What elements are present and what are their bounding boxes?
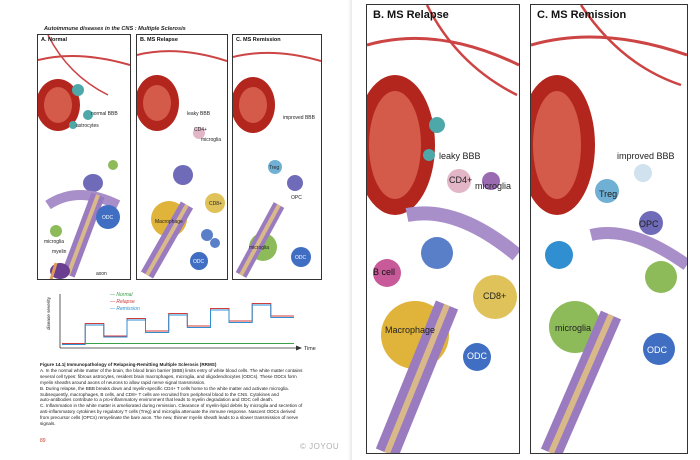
label-microglia-small: microglia [44, 239, 65, 245]
page-number: 89 [40, 438, 46, 444]
left-page: Autoimmune diseases in the CNS : Multipl… [37, 26, 340, 444]
label-normal-bbb: normal BBB [91, 111, 118, 117]
running-head: Autoimmune diseases in the CNS : Multipl… [44, 26, 186, 32]
label-microglia-relapse-small: microglia [201, 137, 222, 143]
legend-remission: — Remission [110, 306, 140, 312]
label-improved-bbb-large: improved BBB [617, 151, 675, 161]
figure-caption: Figure 14.1| Immunopathology of Relapsin… [40, 362, 340, 427]
legend-relapse-text: Relapse [116, 299, 135, 305]
panel-remission-small: C. MS Remission improved BBB Treg OPC mi… [232, 34, 322, 280]
panel-relapse-large-title: B. MS Relapse [373, 9, 449, 21]
legend-normal-text: Normal [116, 292, 133, 298]
label-microglia-remission-small: microglia [249, 245, 270, 251]
label-microglia-large: microglia [475, 181, 512, 191]
caption-line: B. During relapse, the BBB breaks down a… [40, 385, 289, 391]
label-leaky-bbb-large: leaky BBB [439, 151, 481, 161]
panel-relapse-large: B. MS Relapse leaky BBB CD4+ microglia B… [366, 4, 520, 454]
label-microglia-remission-large: microglia [555, 323, 592, 333]
severity-chart: disease severity Time [40, 290, 320, 358]
label-improved-bbb-small: improved BBB [283, 115, 315, 121]
panel-remission-small-title: C. MS Remission [236, 37, 281, 43]
caption-line: C. Inflammation in the white matter is a… [40, 403, 303, 409]
label-cd8-small: CD8+ [209, 201, 222, 207]
label-macrophage-small: Macrophage [155, 219, 183, 225]
panel-normal-small: A. Normal normal BBB astrocytes microgli… [37, 34, 131, 280]
label-odc-remission-large: ODC [647, 345, 667, 355]
illustration-relapse-large [367, 5, 519, 453]
illustration-remission-large [531, 5, 687, 453]
label-odc-relapse-large: ODC [467, 351, 487, 361]
legend-remission-text: Remission [116, 306, 140, 312]
caption-line: from precursor cells (OPCs) remyelinate … [40, 415, 299, 421]
severity-chart-svg: disease severity Time [46, 294, 316, 352]
label-cd4-large: CD4+ [449, 175, 473, 185]
panel-remission-large: C. MS Remission improved BBB Treg OPC mi… [530, 4, 688, 454]
chart-legend: — Normal — Relapse — Remission [110, 292, 140, 313]
illustration-remission-small [233, 51, 321, 278]
label-astrocytes: astrocytes [76, 123, 99, 129]
label-axon: axon [96, 271, 107, 277]
y-axis-label: disease severity [46, 296, 51, 330]
caption-title: Figure 14.1| Immunopathology of Relapsin… [40, 362, 217, 367]
label-opc-large: OPC [639, 219, 659, 229]
legend-normal: — Normal [110, 292, 133, 298]
panel-normal-title: A. Normal [41, 37, 67, 43]
panel-remission-large-title: C. MS Remission [537, 9, 627, 21]
panel-relapse-small: B. MS Relapse leaky BBB CD4+ microglia M… [136, 34, 228, 280]
illustration-relapse-small [137, 50, 227, 279]
caption-line: Subsequently, macrophages, B cells, and … [40, 391, 279, 397]
caption-line: signals. [40, 421, 56, 427]
label-cd8-large: CD8+ [483, 291, 507, 301]
legend-relapse: — Relapse [110, 299, 135, 305]
label-bcell-large: B cell [373, 267, 396, 277]
label-leaky-bbb-small: leaky BBB [187, 111, 211, 117]
label-odc-remission-small: ODC [295, 255, 307, 261]
series-line-relapse [62, 303, 294, 344]
panel-relapse-small-title: B. MS Relapse [140, 37, 178, 43]
caption-line: A. In the normal white matter of the bra… [40, 367, 303, 373]
caption-line: myelin sheaths around axons of neurons t… [40, 379, 206, 385]
illustration-normal [38, 35, 130, 279]
label-odc-normal: ODC [102, 215, 114, 221]
watermark: © JOYOU [300, 442, 340, 451]
caption-line: several cell types: fibrous astrocytes, … [40, 373, 297, 379]
caption-line: auto-antibodies contribute to a pro-infl… [40, 397, 274, 403]
series-line-remission [62, 304, 294, 345]
label-odc-relapse-small: ODC [193, 259, 205, 265]
x-axis-label: Time [304, 346, 316, 352]
label-macrophage-large: Macrophage [385, 325, 436, 335]
right-page: B. MS Relapse leaky BBB CD4+ microglia B… [352, 0, 700, 460]
x-axis-arrow-icon [296, 345, 302, 351]
label-treg-small: Treg [269, 165, 280, 171]
label-myelin: myelin [52, 249, 67, 255]
label-opc-small: OPC [291, 195, 302, 201]
label-cd4-small: CD4+ [194, 127, 207, 133]
label-treg-large: Treg [599, 189, 618, 199]
caption-line: anti-inflammatory cytokines by regulator… [40, 409, 296, 415]
